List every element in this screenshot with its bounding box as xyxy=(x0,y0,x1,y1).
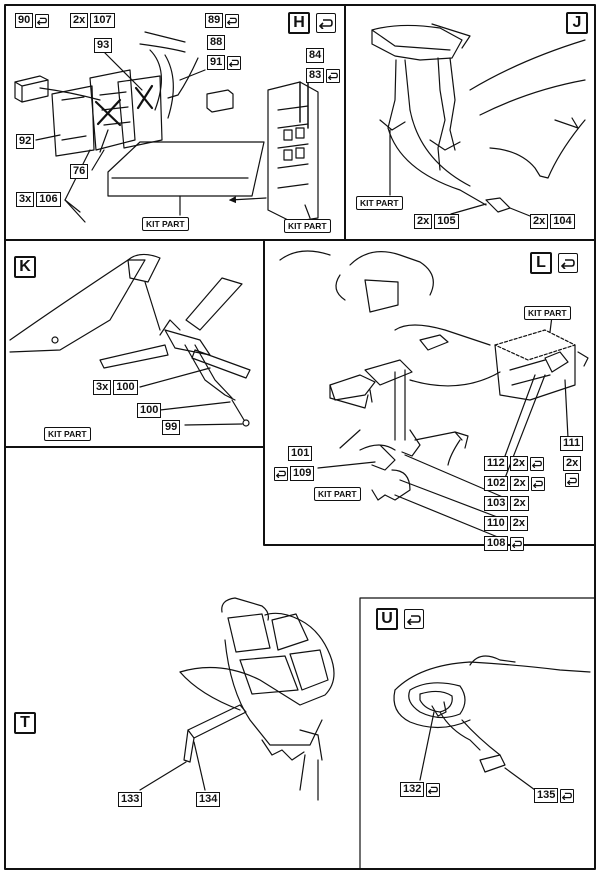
part-label-133: 133 xyxy=(118,792,143,807)
part-label-110: 110 2x xyxy=(484,516,528,531)
reverse-arrow-icon xyxy=(530,476,545,491)
panel-h-art xyxy=(14,31,319,223)
part-label-108: 108 xyxy=(484,536,525,551)
outer-frame xyxy=(4,4,596,870)
reverse-arrow-icon xyxy=(326,68,341,83)
panel-letter-j: J xyxy=(566,12,588,34)
panel-j-art xyxy=(371,23,586,217)
part-label-100-qty: 3x 100 xyxy=(93,380,138,395)
reverse-arrow-icon xyxy=(510,536,525,551)
part-label-107: 2x 107 xyxy=(70,13,115,28)
panel-u-art xyxy=(393,655,591,791)
reverse-arrow-icon xyxy=(35,13,50,28)
panel-l-art xyxy=(279,250,589,541)
part-label-112: 112 2x xyxy=(484,456,544,471)
reverse-arrow-icon xyxy=(558,253,578,273)
reverse-arrow-icon xyxy=(426,782,441,797)
part-label-93: 93 xyxy=(94,38,113,53)
panel-letter-u: U xyxy=(376,608,398,630)
kit-part-label: KIT PART xyxy=(284,219,331,233)
reverse-arrow-icon xyxy=(404,609,424,629)
part-label-134: 134 xyxy=(196,792,221,807)
part-label-135: 135 xyxy=(534,788,575,803)
part-label-101: 101 xyxy=(288,446,313,461)
part-label-104: 2x 104 xyxy=(530,214,575,229)
panel-letter-l: L xyxy=(530,252,552,274)
part-label-76: 76 xyxy=(70,164,89,179)
reverse-arrow-icon xyxy=(274,466,288,481)
part-label-111: 111 xyxy=(560,436,584,451)
part-label-109: 109 xyxy=(274,466,315,481)
kit-part-label: KIT PART xyxy=(524,306,571,320)
part-label-89: 89 xyxy=(205,13,240,28)
part-label-84: 84 xyxy=(306,48,325,63)
kit-part-label: KIT PART xyxy=(142,217,189,231)
panel-t-art xyxy=(139,597,335,801)
reverse-arrow-icon xyxy=(565,473,580,487)
panel-t xyxy=(6,545,360,865)
part-label-105: 2x 105 xyxy=(414,214,459,229)
kit-part-label: KIT PART xyxy=(356,196,403,210)
part-label-132: 132 xyxy=(400,782,441,797)
part-label-99: 99 xyxy=(162,420,181,435)
panel-letter-t: T xyxy=(14,712,36,734)
reverse-arrow-icon xyxy=(227,55,242,70)
part-label-92: 92 xyxy=(16,134,35,149)
reverse-arrow-icon xyxy=(316,13,336,33)
part-label-88: 88 xyxy=(207,35,226,50)
reverse-arrow-icon xyxy=(225,13,240,28)
panel-letter-k: K xyxy=(14,256,36,278)
kit-part-label: KIT PART xyxy=(44,427,91,441)
panel-k-art xyxy=(9,253,251,427)
reverse-arrow-icon xyxy=(530,456,544,471)
part-label-103: 103 2x xyxy=(484,496,529,511)
panel-letter-h: H xyxy=(288,12,310,34)
panel-k xyxy=(6,240,264,445)
part-label-90: 90 xyxy=(15,13,50,28)
kit-part-label: KIT PART xyxy=(314,487,361,501)
reverse-arrow-icon xyxy=(560,788,575,803)
part-label-91: 91 xyxy=(207,55,242,70)
part-label-111-qty: 2x xyxy=(563,456,582,487)
part-label-100: 100 xyxy=(137,403,162,418)
part-label-102: 102 2x xyxy=(484,476,545,491)
part-label-83: 83 xyxy=(306,68,341,83)
part-label-106: 3x 106 xyxy=(16,192,61,207)
